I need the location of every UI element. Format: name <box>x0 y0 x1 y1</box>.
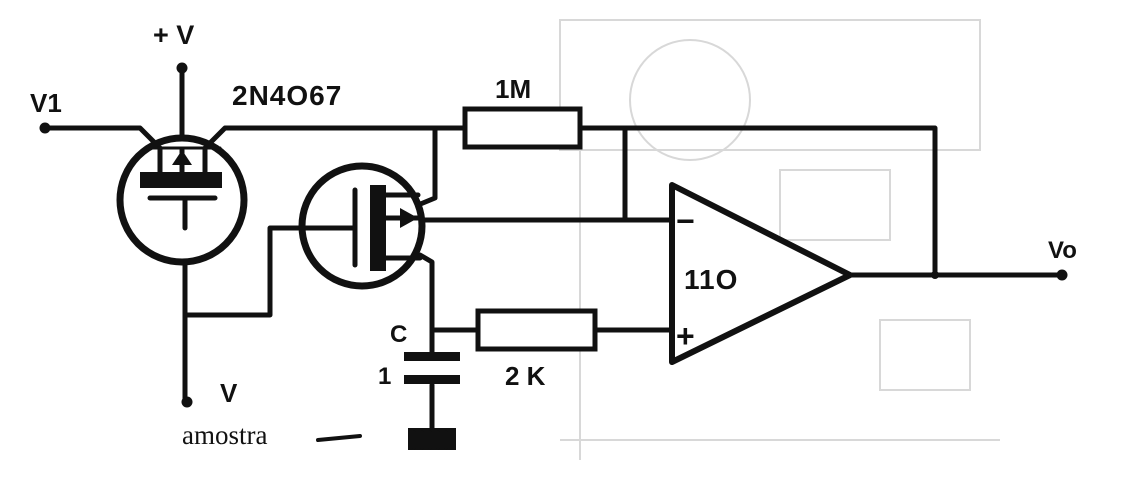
terminal-v1 <box>39 122 51 134</box>
label-opamp-model: 11O <box>684 264 738 295</box>
label-2k: 2 K <box>505 361 546 391</box>
label-amostra: amostra <box>182 420 267 450</box>
label-mosfet-part: 2N4O67 <box>232 80 342 111</box>
terminal-dots <box>39 62 1068 408</box>
opamp-triangle <box>669 182 853 365</box>
label-opamp-minus: − <box>676 203 695 239</box>
mosfet-right-arrow-icon <box>400 208 418 228</box>
wire-right-source-to-cap <box>417 252 435 358</box>
circuit-wires <box>42 65 1065 431</box>
wire-node-to-right-mosfet <box>415 125 438 208</box>
terminal-vo <box>1056 269 1068 281</box>
label-capacitor-name: C <box>390 321 407 348</box>
bleed-through-background <box>559 19 1000 460</box>
wire-sample-to-right-gate <box>182 225 305 318</box>
mosfet-left <box>116 134 248 266</box>
terminal-v-sample <box>181 396 193 408</box>
wire-v1-input <box>42 125 163 151</box>
mosfet-right-channel <box>370 185 386 271</box>
label-plus-v: + V <box>153 20 194 50</box>
ground-icon <box>408 428 456 450</box>
wire-feedback-to-output <box>577 125 938 278</box>
mosfet-right <box>298 162 426 290</box>
mosfet-left-channel <box>140 172 222 188</box>
resistor-1m <box>462 106 583 150</box>
resistor-2k <box>475 308 598 352</box>
label-gate-v: V <box>220 378 238 408</box>
junction-output <box>931 271 939 279</box>
capacitor-c <box>404 352 460 384</box>
label-vo: Vo <box>1048 237 1077 264</box>
label-v1: V1 <box>30 88 62 118</box>
label-1m: 1M <box>495 74 531 104</box>
terminal-plus-v <box>176 62 188 74</box>
mosfet-left-arrow-icon <box>172 150 192 165</box>
sample-pointer-icon <box>316 434 362 442</box>
label-capacitor-value: 1 <box>378 363 391 390</box>
wire-top-node <box>202 125 468 151</box>
label-opamp-plus: + <box>676 318 695 354</box>
